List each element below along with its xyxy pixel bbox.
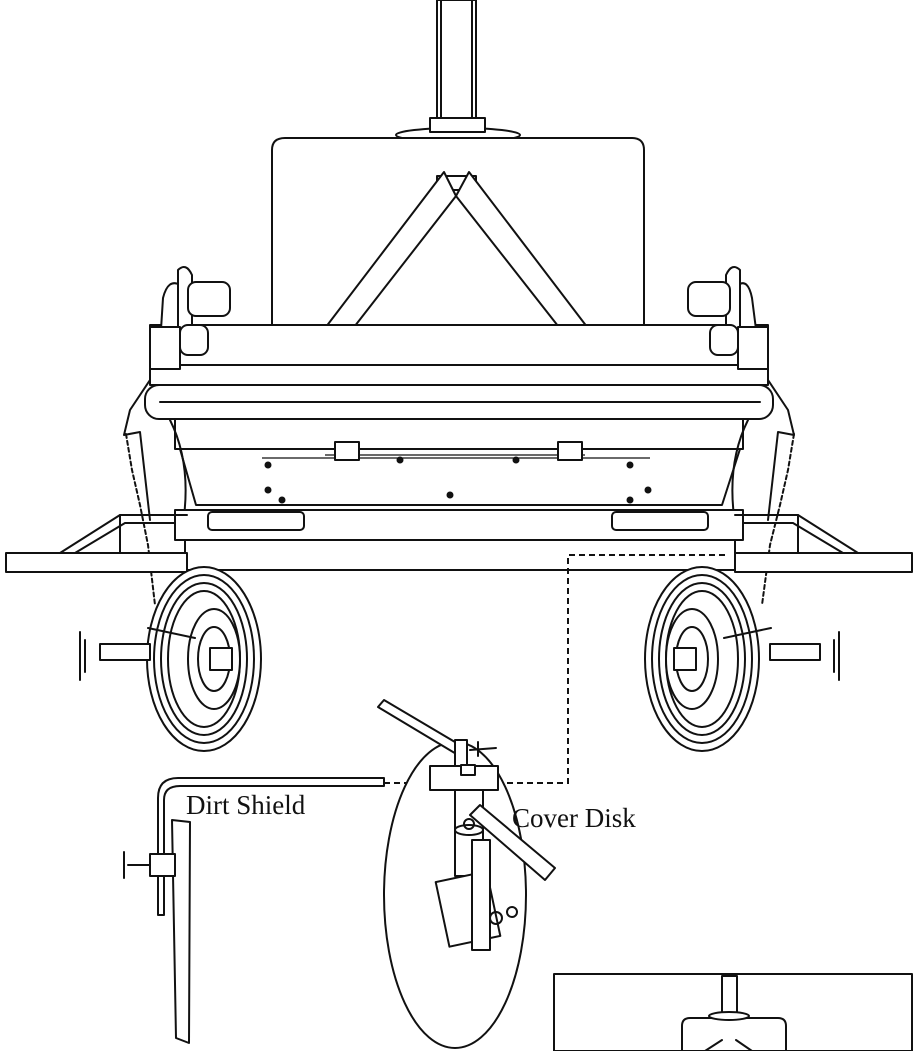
cover-disk-label: Cover Disk [512, 803, 636, 833]
right-row-unit [687, 265, 795, 541]
right-wing-frame [734, 514, 913, 573]
inset-detail [553, 973, 913, 1051]
seed-hopper [271, 137, 645, 344]
main-frame [144, 324, 774, 506]
left-wheel [79, 566, 262, 752]
right-chain [761, 433, 795, 606]
left-row-unit [123, 265, 231, 541]
left-wing-frame [5, 514, 188, 573]
toolbar [174, 509, 744, 571]
dirt-shield-assembly [123, 777, 385, 1044]
dirt-shield-label: Dirt Shield [186, 790, 306, 820]
right-wheel [644, 566, 840, 752]
cover-disk-assembly [377, 699, 556, 1049]
